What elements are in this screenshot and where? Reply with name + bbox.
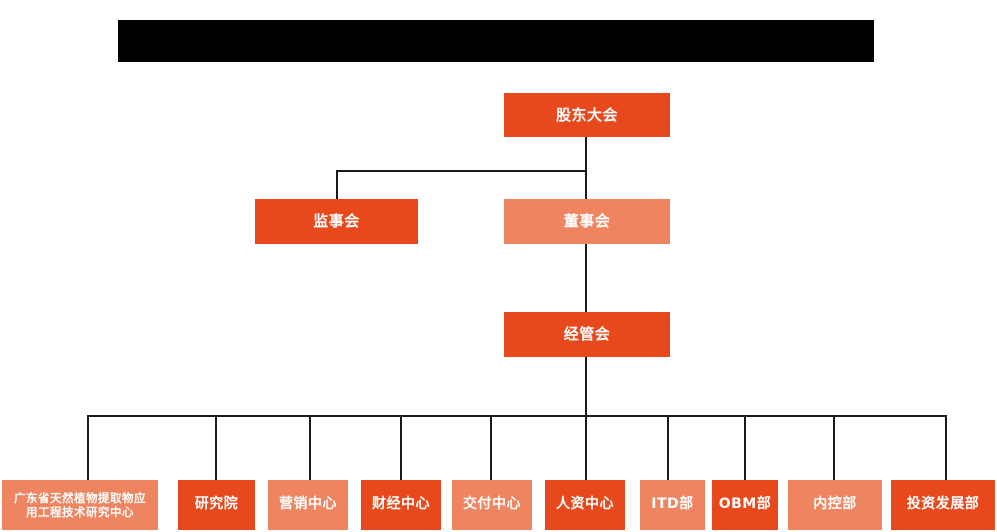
org-node-directors[interactable]: 董事会 xyxy=(504,199,670,244)
connector-drop-marketing-center xyxy=(309,415,311,480)
connector-seg-level2-bus xyxy=(336,170,587,172)
connector-drop-gd-research-center xyxy=(87,415,89,480)
org-node-label-supervisors: 监事会 xyxy=(313,212,360,231)
org-node-shareholders[interactable]: 股东大会 xyxy=(504,93,670,137)
org-node-label-hr-center: 人资中心 xyxy=(556,496,614,513)
connector-drop-institute xyxy=(215,415,217,480)
connector-seg-level4-bus xyxy=(87,415,945,417)
connector-drop-obm-dept xyxy=(744,415,746,480)
org-node-label-marketing-center: 营销中心 xyxy=(279,496,337,513)
connector-seg-directors-down xyxy=(585,244,587,312)
redacted-title-bar xyxy=(118,20,874,62)
org-node-label-directors: 董事会 xyxy=(563,212,611,231)
connector-drop-investment-dev-dept xyxy=(945,415,947,480)
org-node-label-management: 经管会 xyxy=(563,325,611,344)
org-node-finance-center[interactable]: 财经中心 xyxy=(361,480,441,530)
org-node-delivery-center[interactable]: 交付中心 xyxy=(452,480,532,530)
org-node-supervisors[interactable]: 监事会 xyxy=(255,199,418,244)
org-node-label-finance-center: 财经中心 xyxy=(372,496,430,513)
org-node-management[interactable]: 经管会 xyxy=(504,312,670,357)
org-node-obm-dept[interactable]: OBM部 xyxy=(712,480,778,530)
org-node-label-institute: 研究院 xyxy=(194,496,239,513)
connector-drop-internal-control-dept xyxy=(833,415,835,480)
connector-drop-itd-dept xyxy=(667,415,669,480)
org-node-internal-control-dept[interactable]: 内控部 xyxy=(788,480,882,530)
org-node-institute[interactable]: 研究院 xyxy=(178,480,255,530)
org-node-label-delivery-center: 交付中心 xyxy=(463,496,521,513)
org-node-label-shareholders: 股东大会 xyxy=(555,105,618,124)
connector-drop-delivery-center xyxy=(490,415,492,480)
connector-drop-finance-center xyxy=(400,415,402,480)
org-node-investment-dev-dept[interactable]: 投资发展部 xyxy=(891,480,995,530)
org-node-marketing-center[interactable]: 营销中心 xyxy=(268,480,348,530)
org-node-label-gd-research-center: 广东省天然植物提取物应 用工程技术研究中心 xyxy=(14,490,146,519)
connector-seg-management-down xyxy=(585,357,587,415)
connector-drop-hr-center xyxy=(585,415,587,480)
org-node-gd-research-center[interactable]: 广东省天然植物提取物应 用工程技术研究中心 xyxy=(2,480,158,530)
org-node-label-investment-dev-dept: 投资发展部 xyxy=(906,496,980,513)
org-node-label-obm-dept: OBM部 xyxy=(718,496,772,513)
org-node-label-itd-dept: ITD部 xyxy=(651,496,694,513)
org-node-itd-dept[interactable]: ITD部 xyxy=(640,480,705,530)
connector-seg-shareholders-down xyxy=(585,137,587,244)
org-node-hr-center[interactable]: 人资中心 xyxy=(545,480,625,530)
connector-seg-supervisors-down xyxy=(336,170,338,199)
org-node-label-internal-control-dept: 内控部 xyxy=(813,496,857,513)
